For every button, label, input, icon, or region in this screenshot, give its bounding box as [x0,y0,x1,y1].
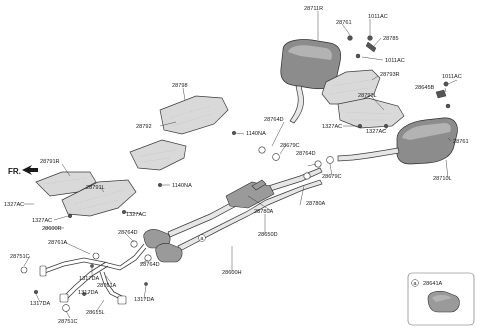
label-28679c-upper: 28679C [280,143,300,149]
label-1327ac-right: 1327AC [366,129,386,135]
direction-label: FR. [8,167,21,176]
front-pipe-assembly [39,243,147,305]
label-28780a-right: 28780A [306,201,326,207]
heat-shield-center [129,95,229,171]
label-1317da-a: 1317DA [79,276,99,282]
label-28792: 28792 [136,124,152,130]
label-28751c-upper: 28751C [10,254,30,260]
label-28798: 28798 [172,83,188,89]
label-1140na-lower: 1140NA [172,183,192,189]
label-1327ac-upper: 1327AC [322,124,342,130]
label-1317da-b: 1317DA [78,290,98,296]
label-28679c-lower: 28679C [322,174,342,180]
label-1327ac-left: 1327AC [4,202,24,208]
label-28791r: 28791R [40,159,60,165]
label-28761a-upper: 28761A [48,240,68,246]
inset-box: a 28641A [407,272,475,326]
label-28761a-lower: 28761A [97,283,117,289]
reference-letter: a [200,236,204,242]
label-28761-top: 28761 [336,20,352,26]
label-28761-right: 28761 [453,139,469,145]
label-28751c-lower: 28751C [58,319,78,325]
label-1011ac-right: 1011AC [442,74,462,80]
label-28764d-left: 28764D [118,230,138,236]
callout-labels: 28711R 1011AC 28761 28785 1011AC 28798 2… [4,6,469,325]
label-28764d-lower: 28764D [140,262,160,268]
rear-muffler-lower [337,117,458,165]
label-1140na-top: 1140NA [246,131,266,137]
front-arrow-icon [22,165,38,175]
inset-part-label: 28641A [423,281,443,287]
heat-shield-left [35,171,137,217]
label-28711r: 28711R [304,6,323,12]
rear-muffler-upper [280,39,342,124]
label-28650d: 28650D [258,232,278,238]
label-1317da-d: 1317DA [30,301,50,307]
label-28764d-upper: 28764D [264,117,284,123]
label-28785: 28785 [383,36,399,42]
label-1011ac-mid: 1011AC [385,58,405,64]
label-28600r: 28600R [42,226,62,232]
label-28791l: 28791L [86,185,105,191]
label-28710l: 28710L [433,176,452,182]
label-1327ac-center: 1327AC [126,212,146,218]
inset-ref-letter: a [413,281,417,287]
heat-shield-upper-right [321,69,405,129]
leader-lines [23,11,458,319]
label-28780a-left: 28780A [254,209,274,215]
label-1317da-c: 1317DA [134,297,154,303]
front-direction-marker: FR. [8,165,38,176]
label-1011ac-top: 1011AC [368,14,388,20]
label-28764d-mid: 28764D [296,151,316,157]
reference-circle-a: a [198,234,206,242]
hardware-parts [20,35,451,312]
label-28793r: 28793R [380,72,400,78]
label-28615l: 28615L [86,310,105,316]
label-1327ac-lower-left: 1327AC [32,218,52,224]
label-28645b: 28645B [415,85,435,91]
center-pipe-assembly [143,167,323,263]
label-28793l: 28793L [358,93,377,99]
label-28600h: 28600H [222,270,242,276]
